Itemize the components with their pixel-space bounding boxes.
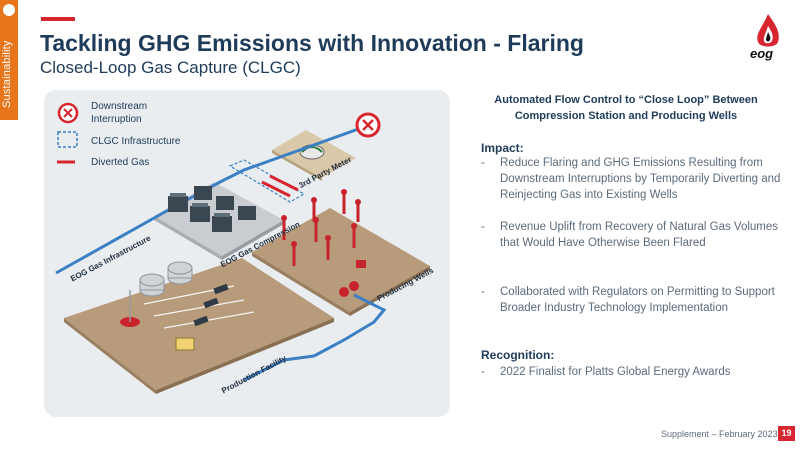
legend-label-clgc-infrastructure: CLGC Infrastructure <box>91 136 181 147</box>
bullet-dash: - <box>481 221 485 233</box>
interruption-marker-icon <box>355 112 381 138</box>
impact-item-text: Reduce Flaring and GHG Emissions Resulti… <box>500 157 781 201</box>
page-title: Tackling GHG Emissions with Innovation -… <box>40 30 584 56</box>
recognition-item: - 2022 Finalist for Platts Global Energy… <box>481 364 781 380</box>
page-number: 19 <box>778 426 795 441</box>
recognition-item-text: 2022 Finalist for Platts Global Energy A… <box>500 366 731 378</box>
bullet-dash: - <box>481 157 485 169</box>
eog-logo <box>757 14 779 47</box>
impact-title: Impact: <box>481 141 524 155</box>
impact-item: - Collaborated with Regulators on Permit… <box>481 284 781 316</box>
impact-item: - Reduce Flaring and GHG Emissions Resul… <box>481 155 781 203</box>
clgc-diagram-panel: Downstream Interruption CLGC Infrastruct… <box>44 90 450 417</box>
impact-item-text: Collaborated with Regulators on Permitti… <box>500 286 775 314</box>
clgc-infrastructure-zone <box>228 159 306 203</box>
clgc-infrastructure-icon <box>57 131 78 148</box>
bullet-dash: - <box>481 366 485 378</box>
impact-item: - Revenue Uplift from Recovery of Natura… <box>481 219 781 251</box>
recognition-title: Recognition: <box>481 348 555 362</box>
leaf-icon <box>3 4 15 16</box>
legend-label-diverted-gas: Diverted Gas <box>91 157 150 168</box>
title-accent-bar <box>41 17 75 21</box>
bullet-dash: - <box>481 286 485 298</box>
sustainability-tab[interactable]: Sustainability <box>0 0 18 120</box>
legend-label-downstream-interruption: Downstream Interruption <box>91 101 148 125</box>
sustainability-tab-label: Sustainability <box>1 40 13 108</box>
content-column: Automated Flow Control to “Close Loop” B… <box>481 92 781 124</box>
downstream-interruption-icon <box>57 102 79 124</box>
section-heading: Automated Flow Control to “Close Loop” B… <box>494 94 758 122</box>
clgc-diagram <box>55 102 430 394</box>
footer-text: Supplement – February 2023 <box>661 429 778 439</box>
page-subtitle: Closed-Loop Gas Capture (CLGC) <box>40 58 301 77</box>
eog-logo-text: eog <box>750 46 774 61</box>
impact-item-text: Revenue Uplift from Recovery of Natural … <box>500 221 779 249</box>
producing-wells-pad <box>252 208 430 312</box>
